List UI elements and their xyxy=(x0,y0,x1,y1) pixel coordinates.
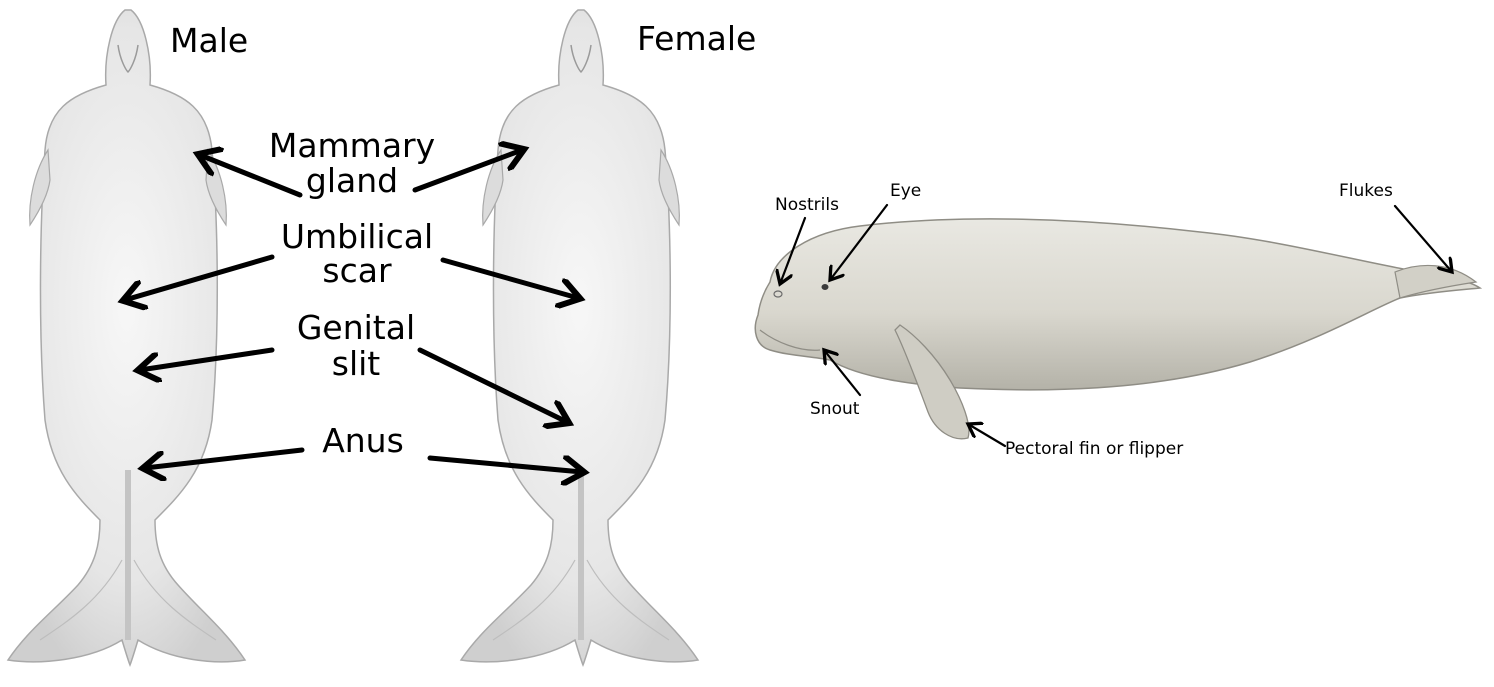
snout-label: Snout xyxy=(810,399,860,419)
anus-label: Anus xyxy=(322,421,404,460)
flukes-arrow xyxy=(1395,206,1452,272)
pectoral-label: Pectoral fin or flipper xyxy=(1005,439,1183,459)
female-ventral-figure xyxy=(461,10,698,665)
flukes-label: Flukes xyxy=(1339,181,1393,201)
male-ventral-figure xyxy=(8,10,245,665)
lateral-body xyxy=(755,219,1480,390)
female-title: Female xyxy=(637,19,756,58)
mammary-label-line1: Mammary xyxy=(269,126,435,165)
nostrils-label: Nostrils xyxy=(775,195,839,215)
mammary-label-line2: gland xyxy=(306,161,398,200)
umbilical-label-line2: scar xyxy=(322,251,392,290)
lateral-eye xyxy=(822,284,829,290)
eye-label: Eye xyxy=(890,181,921,201)
genital-label-line2: slit xyxy=(332,344,381,383)
lateral-dugong-figure xyxy=(755,219,1480,439)
pectoral-arrow xyxy=(968,424,1005,446)
male-title: Male xyxy=(170,21,248,60)
genital-label-line1: Genital xyxy=(297,308,415,347)
